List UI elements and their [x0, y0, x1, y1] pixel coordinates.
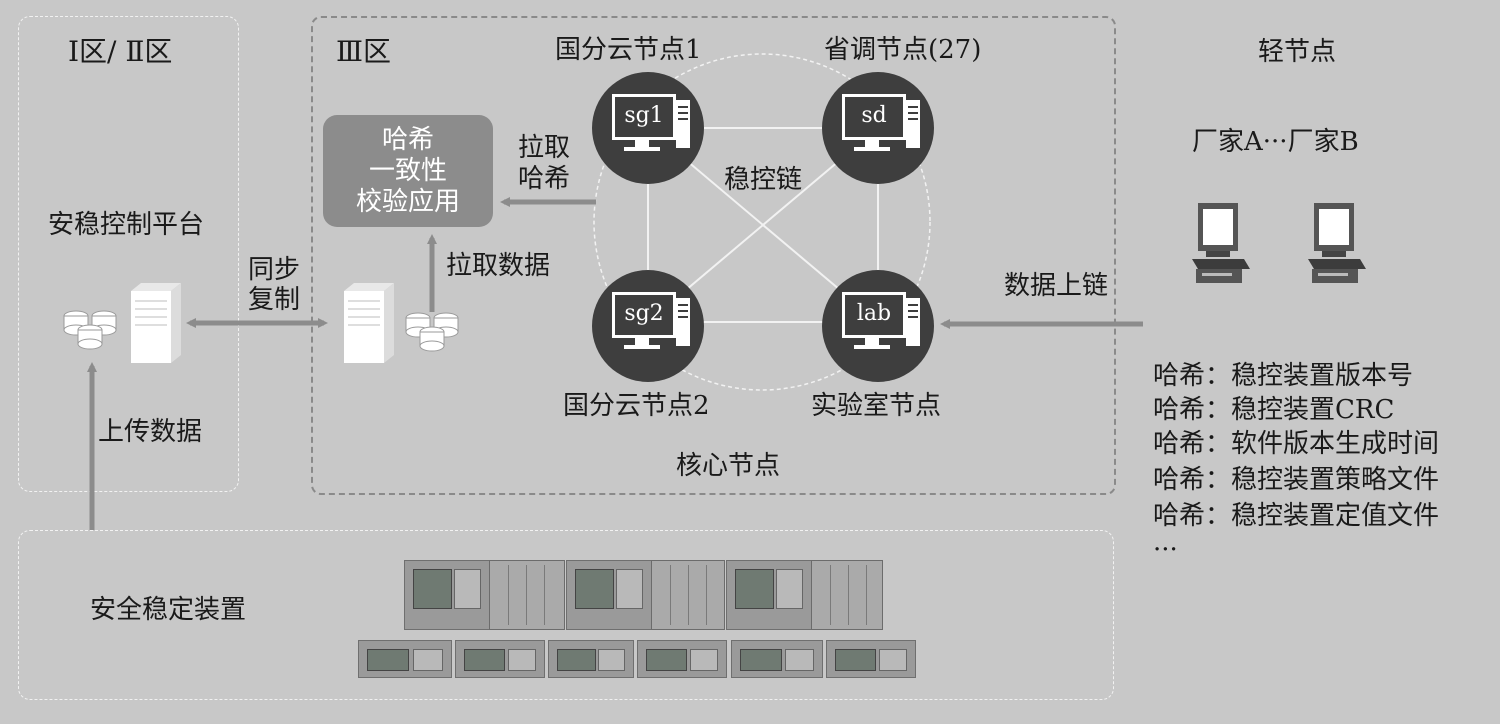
computer-icon [1192, 203, 1250, 283]
zone-3-box [311, 16, 1116, 495]
upload-data-label: 上传数据 [98, 417, 203, 447]
node-sg2-screen: sg2 [624, 301, 664, 326]
zone-1-2-box [18, 16, 239, 492]
sync-label-line2: 复制 [248, 285, 301, 315]
app-line1: 哈希 [381, 125, 434, 155]
device-cabinet [651, 560, 725, 630]
device-area-box [18, 530, 1114, 700]
device-cabinet [489, 560, 565, 630]
chain-label: 稳控链 [724, 165, 803, 195]
node-sd-label: 省调节点(27) [824, 35, 982, 65]
hash-item: 哈希：稳控装置定值文件 [1153, 501, 1440, 531]
node-sg1-screen: sg1 [624, 103, 664, 128]
app-line2: 一致性 [368, 156, 447, 186]
stability-device [566, 560, 652, 630]
node-lab-label: 实验室节点 [811, 391, 942, 421]
pull-hash-line1: 拉取 [518, 133, 571, 163]
node-sd: sd [822, 72, 934, 184]
platform-label: 安稳控制平台 [48, 210, 205, 240]
zone-3-title: Ⅲ区 [336, 35, 392, 68]
device-cabinet [811, 560, 883, 630]
sync-label-line1: 同步 [248, 255, 301, 285]
node-lab: lab [822, 270, 934, 382]
database-icon [405, 312, 459, 352]
vendors-label: 厂家A···厂家B [1192, 127, 1359, 157]
hash-item: 哈希：稳控装置版本号 [1153, 361, 1414, 391]
stability-device [358, 640, 452, 678]
data-upchain-label: 数据上链 [1004, 271, 1109, 301]
hash-item: 哈希：软件版本生成时间 [1153, 429, 1440, 459]
node-sg2: sg2 [592, 270, 704, 382]
stability-device [637, 640, 727, 678]
stability-device [726, 560, 812, 630]
chain-ring [593, 53, 931, 391]
node-lab-screen: lab [856, 301, 892, 326]
hash-item: 哈希：稳控装置策略文件 [1153, 465, 1440, 495]
stability-device [404, 560, 490, 630]
database-icon [63, 310, 117, 350]
node-sg1: sg1 [592, 72, 704, 184]
node-sg1-label: 国分云节点1 [555, 35, 702, 65]
node-sg2-label: 国分云节点2 [563, 391, 710, 421]
pull-data-label: 拉取数据 [446, 251, 551, 281]
stability-device [731, 640, 823, 678]
app-line3: 校验应用 [355, 187, 460, 217]
hash-item: 哈希：稳控装置CRC [1153, 395, 1395, 425]
server-icon [131, 283, 181, 363]
hash-consistency-app: 哈希 一致性 校验应用 [323, 115, 493, 227]
hash-item: ··· [1153, 535, 1178, 565]
computer-icon [1308, 203, 1366, 283]
pull-hash-line2: 哈希 [518, 164, 571, 194]
zone-1-2-title: Ⅰ区/ Ⅱ区 [68, 35, 173, 68]
light-node-title: 轻节点 [1258, 37, 1337, 67]
stability-device [548, 640, 634, 678]
core-node-label: 核心节点 [676, 451, 781, 481]
server-icon [344, 283, 394, 363]
device-label: 安全稳定装置 [90, 595, 247, 625]
stability-device [826, 640, 916, 678]
stability-device [455, 640, 545, 678]
node-sd-screen: sd [861, 103, 887, 128]
